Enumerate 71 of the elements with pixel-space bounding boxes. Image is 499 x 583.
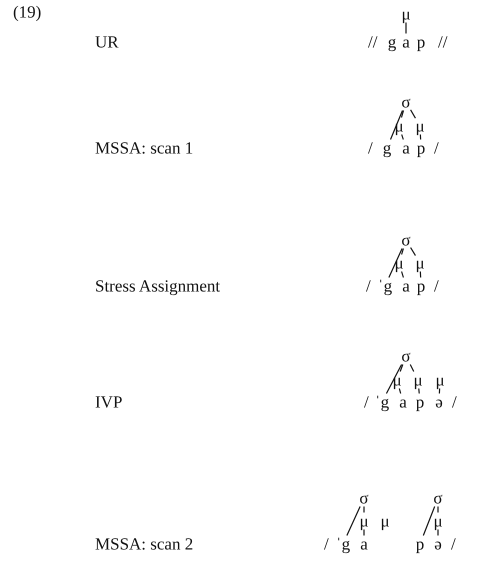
mora-symbol: μ (380, 512, 390, 530)
association-line (363, 530, 365, 536)
step-label: MSSA: scan 1 (95, 140, 194, 156)
step-label: MSSA: scan 2 (95, 536, 194, 552)
slash-delimiter: / (451, 536, 456, 552)
segment-symbol: a (402, 278, 410, 294)
association-line (410, 364, 414, 372)
step-label: Stress Assignment (95, 278, 220, 294)
segment-symbol: p (416, 140, 426, 156)
association-line (420, 134, 422, 140)
association-line (388, 248, 403, 278)
slash-delimiter: / (364, 394, 369, 410)
segment-symbol: ə (434, 536, 442, 552)
association-line (386, 364, 402, 394)
association-line (401, 134, 404, 140)
association-line (405, 22, 407, 34)
association-line (410, 247, 416, 256)
segment-symbol: ə (435, 394, 443, 410)
step-label: UR (95, 34, 119, 50)
step-label: IVP (95, 394, 122, 410)
segment-symbol: a (399, 394, 407, 410)
example-number: (19) (13, 4, 42, 20)
slash-delimiter: / (434, 140, 439, 156)
syllable-symbol: σ (401, 94, 411, 110)
association-line (418, 388, 420, 394)
association-line (438, 388, 440, 394)
segment-symbol: p (416, 34, 426, 50)
mora-symbol: μ (359, 512, 369, 530)
mora-symbol: μ (394, 254, 404, 272)
slash-delimiter: / (324, 536, 329, 552)
segment-symbol: p (416, 278, 426, 294)
mora-symbol: μ (392, 372, 402, 388)
association-line (400, 110, 404, 118)
segment-symbol: g (382, 140, 392, 156)
mora-symbol: μ (433, 512, 443, 530)
segment-symbol: a (402, 34, 410, 50)
mora-symbol: μ (401, 6, 411, 22)
syllable-symbol: σ (401, 348, 411, 364)
segment-symbol: a (360, 536, 368, 552)
association-line (390, 110, 404, 140)
association-line (401, 271, 404, 278)
slash-delimiter: / (368, 140, 373, 156)
syllable-symbol: σ (433, 490, 443, 506)
association-line (420, 271, 422, 278)
slash-delimiter: / (452, 394, 457, 410)
association-line (437, 506, 439, 512)
syllable-symbol: σ (401, 232, 411, 248)
association-line (398, 388, 402, 394)
segment-symbol: p (416, 394, 424, 410)
association-line (422, 506, 436, 536)
slash-delimiter: / (366, 278, 371, 294)
association-line (410, 110, 416, 118)
mora-symbol: μ (413, 372, 423, 388)
mora-symbol: μ (415, 118, 425, 134)
segment-symbol: a (402, 140, 410, 156)
association-line (437, 530, 439, 536)
slash-delimiter: / (434, 278, 439, 294)
association-line (363, 506, 365, 512)
segment-symbol: ˈg (336, 536, 350, 552)
mora-symbol: μ (435, 372, 445, 388)
association-line (346, 506, 361, 536)
mora-symbol: μ (415, 254, 425, 272)
segment-symbol: g (388, 34, 396, 50)
segment-symbol: ˈg (378, 278, 392, 294)
association-line (400, 364, 404, 372)
slash-delimiter: // (368, 34, 378, 50)
segment-symbol: ˈg (374, 394, 390, 410)
slash-delimiter: // (438, 34, 448, 50)
segment-symbol: p (416, 536, 424, 552)
association-line (401, 248, 404, 255)
syllable-symbol: σ (359, 490, 369, 506)
